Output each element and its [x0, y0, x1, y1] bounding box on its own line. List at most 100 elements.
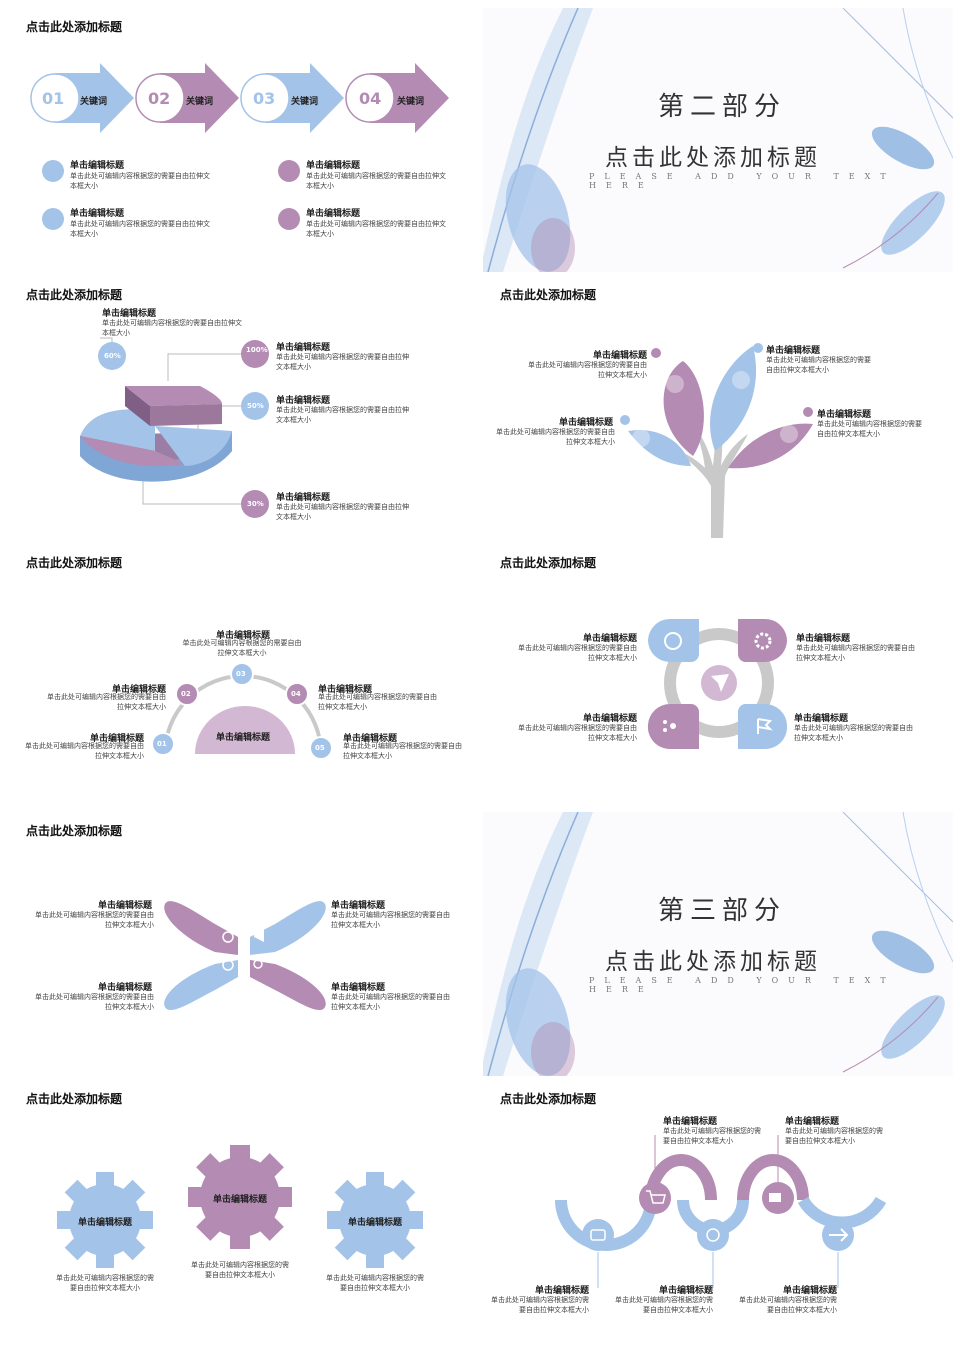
item-title: 单击编辑标题 — [90, 734, 145, 744]
item-text: 单击此处可编辑内容根据您的需要自由拉伸文本框大小 — [182, 639, 302, 657]
slide-title: 点击此处添加标题 — [26, 1092, 123, 1106]
item-text: 单击此处可编辑内容根据您的需要自由拉伸文本框大小 — [518, 644, 637, 662]
quadrant-graphic — [647, 619, 788, 750]
flag-icon — [757, 718, 773, 734]
item-text: 单击此处可编辑内容根据您的需要自由拉伸文本框大小 — [785, 1127, 883, 1145]
loop-blue-bl — [164, 960, 238, 1011]
item-text: 单击此处可编辑内容根据您的需要自由拉伸文本框大小 — [528, 361, 647, 379]
item-title: 单击编辑标题 — [276, 493, 331, 503]
plane-icon — [829, 1228, 849, 1242]
step-number: 02 — [181, 690, 191, 698]
item-title: 单击编辑标题 — [306, 209, 361, 219]
item-title: 单击编辑标题 — [343, 734, 398, 744]
item-title: 单击编辑标题 — [276, 343, 331, 353]
leaf-purple — [728, 423, 813, 469]
loop-purple-tl — [164, 901, 238, 955]
item-text: 单击此处可编辑内容根据您的需要自由拉伸文本框大小 — [518, 724, 637, 742]
item-text: 单击此处可编辑内容根据您的需要自由拉伸文本框大小 — [496, 428, 615, 446]
item-title: 单击编辑标题 — [318, 685, 373, 695]
bullet-dot — [278, 208, 300, 230]
item-title: 单击编辑标题 — [276, 396, 331, 406]
item-text: 单击此处可编辑内容根据您的需要自由拉伸文本框大小 — [35, 993, 154, 1011]
arrow-shape — [265, 63, 344, 133]
item-text: 单击此处可编辑内容根据您的需要自由拉伸文本框大小 — [794, 724, 913, 742]
pie-label: 100% — [246, 346, 268, 354]
item-text: 单击此处可编辑内容根据您的需要自由拉伸文本框大小 — [70, 220, 210, 238]
slide-title: 点击此处添加标题 — [26, 288, 123, 302]
leaf-purple — [663, 361, 704, 456]
item-title: 单击编辑标题 — [306, 161, 361, 171]
loop-purple-br — [250, 960, 326, 1011]
item-title: 单击编辑标题 — [216, 631, 271, 641]
gear-label: 单击编辑标题 — [78, 1218, 133, 1228]
location-icon — [253, 959, 263, 969]
arrow-shape — [370, 63, 449, 133]
hand-tree-graphic — [620, 343, 813, 538]
loop-blue-tr — [250, 901, 326, 955]
bullet-dot — [42, 208, 64, 230]
gear-icon — [754, 632, 772, 650]
item-text: 单击此处可编辑内容根据您的需要自由拉伸文本框大小 — [47, 693, 166, 711]
arrow-label: 关键词 — [291, 97, 319, 107]
slide-title: 点击此处添加标题 — [500, 1092, 597, 1106]
slide-quadrants: 点击此处添加标题 单击编辑标题 单击此处可编辑内容根据您的需要自由拉伸文本框大小… — [483, 544, 953, 808]
pie-label: 60% — [104, 352, 121, 360]
arrow-circle — [30, 73, 80, 123]
item-text: 单击此处可编辑内容根据您的需要自由拉伸文本框大小 — [56, 1274, 154, 1292]
item-text: 单击此处可编辑内容根据您的需要自由拉伸文本框大小 — [306, 220, 446, 238]
item-title: 单击编辑标题 — [535, 1286, 590, 1296]
feather-decoration — [483, 8, 953, 272]
item-text: 单击此处可编辑内容根据您的需要自由拉伸文本框大小 — [191, 1261, 289, 1279]
cart-icon — [646, 1190, 666, 1204]
step-number: 04 — [291, 690, 301, 698]
item-title: 单击编辑标题 — [102, 309, 157, 319]
gear-label: 单击编辑标题 — [213, 1195, 268, 1205]
item-title: 单击编辑标题 — [98, 901, 153, 911]
step-number: 05 — [315, 744, 325, 752]
section-title: 第二部分 — [658, 92, 787, 122]
slide-section-cover: 第三部分 点击此处添加标题 PLEASE ADD YOUR TEXT HERE — [483, 812, 953, 1076]
gears-graphic — [57, 1145, 423, 1268]
item-text: 单击此处可编辑内容根据您的需要自由拉伸文本框大小 — [35, 911, 154, 929]
quadrant-tl — [648, 619, 699, 662]
item-text: 单击此处可编辑内容根据您的需要自由拉伸文本框大小 — [817, 420, 922, 438]
step-number: 03 — [236, 670, 246, 678]
gear-label: 单击编辑标题 — [348, 1218, 403, 1228]
slide-wave: 点击此处添加标题 单击编辑标题 单击此处可编辑内容根据您的需要自由拉伸文本框大小… — [483, 1080, 953, 1344]
slide-title: 点击此处添加标题 — [500, 556, 597, 570]
item-title: 单击编辑标题 — [593, 351, 648, 361]
share-icon — [670, 723, 676, 729]
arrow-label: 关键词 — [397, 97, 425, 107]
item-text: 单击此处可编辑内容根据您的需要自由拉伸文本框大小 — [766, 356, 871, 374]
item-text: 单击此处可编辑内容根据您的需要自由拉伸文本框大小 — [276, 353, 409, 371]
item-text: 单击此处可编辑内容根据您的需要自由拉伸文本框大小 — [276, 406, 409, 424]
section-english: PLEASE ADD YOUR TEXT HERE — [589, 172, 896, 190]
arrow-process-graphic — [30, 63, 449, 133]
item-title: 单击编辑标题 — [583, 634, 638, 644]
item-title: 单击编辑标题 — [794, 714, 849, 724]
slide-title: 点击此处添加标题 — [500, 288, 597, 302]
leaf-blue — [710, 346, 757, 451]
item-title: 单击编辑标题 — [331, 983, 386, 993]
lightbulb-icon — [222, 931, 234, 943]
slide-gears: 点击此处添加标题 — [0, 1080, 470, 1344]
item-title: 单击编辑标题 — [98, 983, 153, 993]
item-text: 单击此处可编辑内容根据您的需要自由拉伸文本框大小 — [343, 742, 462, 760]
chat-icon — [664, 632, 682, 650]
item-text: 单击此处可编辑内容根据您的需要自由拉伸文本框大小 — [491, 1296, 589, 1314]
arrow-shape — [55, 63, 134, 133]
slide-title: 点击此处添加标题 — [26, 556, 123, 570]
item-text: 单击此处可编辑内容根据您的需要自由拉伸文本框大小 — [331, 911, 450, 929]
item-text: 单击此处可编辑内容根据您的需要自由拉伸文本框大小 — [663, 1127, 761, 1145]
item-text: 单击此处可编辑内容根据您的需要自由拉伸文本框大小 — [102, 319, 242, 337]
butterfly-graphic — [164, 901, 326, 1011]
quadrant-tr — [737, 619, 787, 662]
slide-title: 点击此处添加标题 — [26, 20, 123, 34]
item-title: 单击编辑标题 — [70, 161, 125, 171]
slide-section-cover: 第二部分 点击此处添加标题 PLEASE ADD YOUR TEXT HERE — [483, 8, 953, 272]
slide-semicircle: 点击此处添加标题 01 02 03 04 05 单击编辑标题 单击编辑标题 单击… — [0, 544, 470, 808]
arrow-circle — [345, 73, 395, 123]
item-text: 单击此处可编辑内容根据您的需要自由拉伸文本框大小 — [739, 1296, 837, 1314]
item-title: 单击编辑标题 — [766, 346, 821, 356]
center-label: 单击编辑标题 — [216, 733, 271, 743]
